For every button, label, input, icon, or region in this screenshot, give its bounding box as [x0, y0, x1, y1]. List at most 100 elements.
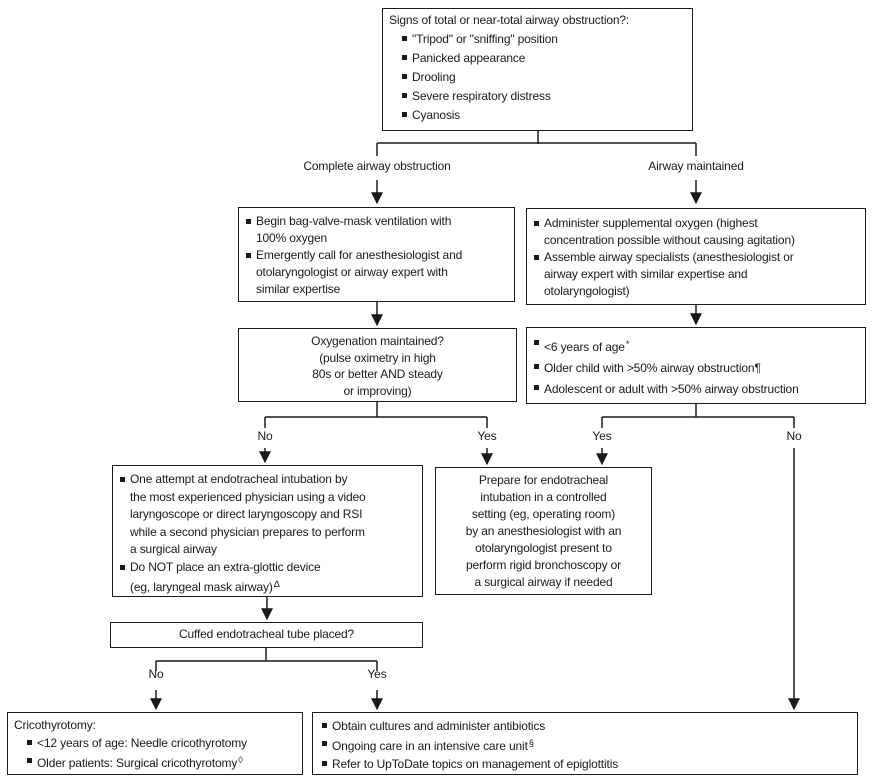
bullet-icon [322, 723, 327, 728]
text-line: Older child with >50% airway obstruction… [544, 361, 761, 375]
text-line: otolaryngologist) [544, 284, 630, 298]
text-line: Ongoing care in an intensive care unit§ [332, 738, 534, 753]
list-item: Refer to UpToDate topics on management o… [321, 755, 849, 773]
text-line: perform rigid bronchoscopy or [465, 558, 622, 572]
list-item: <6 years of age* [533, 334, 859, 358]
branch-label-age-yes: Yes [592, 429, 612, 443]
list-item: Older patients: Surgical cricothyrotomy◊ [26, 752, 296, 772]
text-line: Adolescent or adult with >50% airway obs… [544, 382, 799, 396]
bullet-icon [534, 364, 539, 369]
signs-box: Signs of total or near-total airway obst… [382, 8, 693, 131]
bullet-icon [402, 93, 407, 98]
aftercare-box: Obtain cultures and administer antibioti… [312, 712, 858, 775]
bullet-icon [534, 221, 539, 226]
footnote-section: § [528, 738, 534, 749]
text-line: a surgical airway [130, 542, 217, 556]
bullet-icon [534, 340, 539, 345]
list-item: Emergently call for anesthesiologist and… [245, 247, 508, 298]
list-item: <12 years of age: Needle cricothyrotomy [26, 734, 296, 752]
list-item: Begin bag-valve-mask ventilation with 10… [245, 213, 508, 247]
text-line: Severe respiratory distress [412, 89, 551, 103]
list-item: Do NOT place an extra-glottic device (eg… [119, 559, 416, 597]
bullet-icon [322, 741, 327, 746]
bullet-icon [120, 477, 125, 482]
text-line: Emergently call for anesthesiologist and [256, 248, 463, 262]
branch-label-airway-maintained: Airway maintained [648, 159, 744, 173]
footnote-delta: Δ [273, 579, 280, 590]
text-line: Drooling [412, 70, 456, 84]
list-item: Severe respiratory distress [401, 87, 686, 106]
list-item: Cyanosis [401, 106, 686, 125]
branch-label-tube-no: No [148, 667, 164, 681]
crico-title: Cricothyrotomy: [14, 718, 96, 732]
bullet-icon [322, 761, 327, 766]
list-item: Administer supplemental oxygen (highest … [533, 215, 859, 249]
bullet-icon [27, 740, 32, 745]
text-line: Oxygenation maintained? [311, 334, 444, 348]
bullet-icon [246, 219, 251, 224]
text-line: (eg, laryngeal mask airway)Δ [130, 579, 280, 594]
branch-label-oxy-no: No [257, 429, 273, 443]
bvm-ventilation-box: Begin bag-valve-mask ventilation with 10… [238, 207, 515, 302]
text-line: Prepare for endotracheal [478, 473, 609, 487]
text-line: the most experienced physician using a v… [130, 489, 366, 504]
list-item: Older child with >50% airway obstruction… [533, 358, 859, 379]
bullet-icon [534, 385, 539, 390]
text-line: a surgical airway if needed [474, 575, 613, 589]
text-line: Do NOT place an extra-glottic device [130, 559, 321, 574]
text-line: similar expertise [256, 282, 341, 296]
text-line: Older patients: Surgical cricothyrotomy◊ [37, 755, 243, 770]
text-line: 100% oxygen [256, 231, 328, 245]
text-line: otolaryngologist or airway expert with [256, 265, 448, 279]
list-item: Panicked appearance [401, 49, 686, 68]
text-line: Begin bag-valve-mask ventilation with [256, 214, 452, 228]
text-line: Administer supplemental oxygen (highest [544, 216, 758, 230]
branch-label-complete-obstruction: Complete airway obstruction [303, 159, 451, 173]
list-item: Ongoing care in an intensive care unit§ [321, 735, 849, 755]
signs-title: Signs of total or near-total airway obst… [389, 13, 630, 27]
intubation-attempt-box: One attempt at endotracheal intubation b… [112, 465, 423, 597]
branch-label-age-no: No [786, 429, 802, 443]
footnote-pilcrow: ¶ [754, 361, 761, 375]
footnote-asterisk: * [625, 339, 630, 350]
text-line: by an anesthesiologist with an [465, 524, 622, 538]
text-line: otolaryngologist present to [475, 541, 612, 555]
list-item: Obtain cultures and administer antibioti… [321, 717, 849, 735]
supplemental-oxygen-box: Administer supplemental oxygen (highest … [526, 208, 866, 305]
list-item: Assemble airway specialists (anesthesiol… [533, 249, 859, 300]
text-line: airway expert with similar expertise and [544, 267, 748, 281]
text-line: laryngoscope or direct laryngoscopy and … [130, 507, 363, 521]
text-line: Cyanosis [412, 108, 461, 122]
list-item: Adolescent or adult with >50% airway obs… [533, 379, 859, 400]
text-line: Cuffed endotracheal tube placed? [178, 627, 355, 641]
bullet-icon [27, 758, 32, 763]
text-line: while a second physician prepares to per… [130, 524, 365, 539]
text-line: <12 years of age: Needle cricothyrotomy [37, 736, 247, 750]
cricothyrotomy-box: Cricothyrotomy: <12 years of age: Needle… [7, 712, 303, 775]
text-line: <6 years of age* [544, 339, 630, 354]
cuffed-tube-question-box: Cuffed endotracheal tube placed? [110, 622, 423, 648]
bullet-icon [402, 55, 407, 60]
list-item: "Tripod" or "sniffing" position [401, 30, 686, 49]
text-line: or improving) [343, 383, 412, 398]
text-line: Refer to UpToDate topics on management o… [332, 757, 619, 771]
bullet-icon [402, 112, 407, 117]
text-line: (pulse oximetry in high [319, 350, 436, 365]
list-item: Drooling [401, 68, 686, 87]
bullet-icon [246, 253, 251, 258]
text-line: Obtain cultures and administer antibioti… [332, 719, 546, 733]
text-line: 80s or better AND steady [312, 367, 443, 381]
prepare-intubation-box: Prepare for endotracheal intubation in a… [435, 467, 652, 595]
text-line: Assemble airway specialists (anesthesiol… [544, 250, 794, 264]
age-criteria-box: <6 years of age* Older child with >50% a… [526, 327, 866, 404]
oxygenation-maintained-box: Oxygenation maintained? (pulse oximetry … [238, 328, 517, 402]
text-line: concentration possible without causing a… [544, 233, 795, 247]
text-line: One attempt at endotracheal intubation b… [130, 472, 348, 486]
footnote-lozenge: ◊ [238, 755, 243, 766]
branch-label-tube-yes: Yes [367, 667, 387, 681]
branch-label-oxy-yes: Yes [477, 429, 497, 443]
bullet-icon [120, 564, 125, 570]
text-line: Panicked appearance [412, 51, 526, 65]
